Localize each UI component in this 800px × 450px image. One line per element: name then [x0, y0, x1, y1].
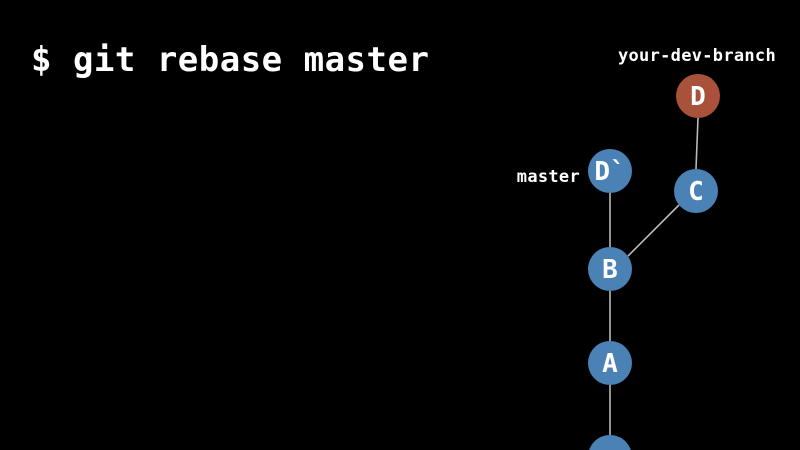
- commit-node-B[interactable]: B: [588, 247, 632, 291]
- commit-label-D-prime: D`: [594, 157, 625, 187]
- edge-D-to-C: [695, 117, 699, 170]
- graph-nodes: A B D` C D: [588, 74, 720, 450]
- commit-circle-D-prime[interactable]: [588, 149, 632, 193]
- commit-circle-D[interactable]: [676, 74, 720, 118]
- commit-label-A: A: [602, 349, 618, 379]
- commit-node-root[interactable]: [588, 435, 632, 450]
- terminal-command-text: $ git rebase master: [31, 40, 430, 80]
- commit-label-B: B: [602, 255, 618, 285]
- branch-label-your-dev-branch: your-dev-branch: [618, 46, 776, 66]
- commit-circle-A[interactable]: [588, 341, 632, 385]
- commit-circle-root[interactable]: [588, 435, 632, 450]
- commit-circle-B[interactable]: [588, 247, 632, 291]
- commit-circle-C[interactable]: [674, 169, 718, 213]
- commit-node-C[interactable]: C: [674, 169, 718, 213]
- commit-label-D: D: [690, 82, 706, 112]
- branch-label-master: master: [517, 167, 580, 187]
- edge-C-to-B: [627, 204, 680, 257]
- graph-edges: [609, 117, 699, 435]
- graph-ref-labels: your-dev-branch master: [517, 46, 776, 187]
- commit-node-D[interactable]: D: [676, 74, 720, 118]
- commit-node-A[interactable]: A: [588, 341, 632, 385]
- commit-label-C: C: [688, 177, 704, 207]
- commit-node-D-prime[interactable]: D`: [588, 149, 632, 193]
